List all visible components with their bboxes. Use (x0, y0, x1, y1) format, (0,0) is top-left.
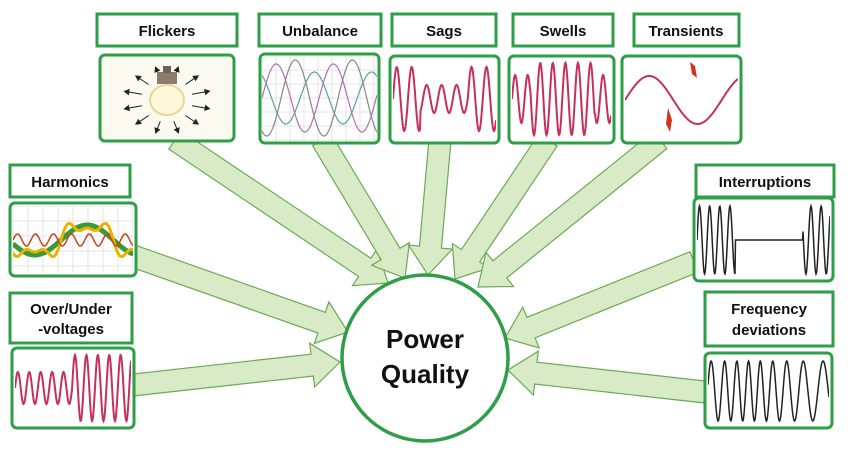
center-node: Power Quality (340, 273, 510, 443)
arrow-swells (451, 133, 558, 280)
swells-waveform (512, 60, 611, 138)
sags-label-box: Sags (390, 12, 498, 48)
overunder-waveform (15, 352, 131, 424)
sags-waveform (393, 65, 496, 133)
flickers-label-box: Flickers (95, 12, 239, 48)
frequency-waveform (708, 359, 829, 423)
harmonics-red-wave (13, 233, 133, 247)
harmonics-distorted-wave (13, 221, 133, 259)
transients-waveform (625, 75, 738, 125)
unbalance-image-box (258, 52, 381, 145)
transients-label: Transients (648, 23, 723, 40)
arrow-sags (407, 138, 454, 276)
center-title-line2: Quality (381, 359, 470, 389)
arrow-interruptions (504, 251, 699, 349)
transient-spike-2 (690, 62, 697, 78)
arrow-frequency (507, 350, 707, 404)
bulb-icon (123, 66, 211, 134)
flickers-label: Flickers (139, 23, 196, 40)
transients-image-box (620, 54, 743, 145)
overunder-label-line1: Over/Under (30, 301, 112, 318)
harmonics-image-box (8, 201, 138, 278)
harmonics-label-box: Harmonics (8, 163, 132, 199)
flickers-image-box (98, 53, 236, 143)
swells-image-box (507, 54, 616, 145)
swells-label-box: Swells (511, 12, 615, 48)
frequency-label-box: Frequency deviations (703, 290, 835, 348)
overunder-image-box (10, 346, 136, 430)
unbalance-label-box: Unbalance (257, 12, 383, 48)
overunder-label-box: Over/Under -voltages (8, 291, 134, 345)
overunder-label-line2: -voltages (38, 321, 104, 338)
frequency-image-box (703, 351, 834, 430)
sags-label: Sags (426, 23, 462, 40)
interruptions-label: Interruptions (719, 174, 812, 191)
arrow-overunder (131, 342, 341, 397)
harmonics-label: Harmonics (31, 174, 109, 191)
unbalance-waveforms (262, 59, 377, 137)
interruptions-label-box: Interruptions (694, 163, 836, 199)
interruptions-waveform (697, 203, 830, 277)
transients-label-box: Transients (632, 12, 741, 48)
frequency-label-line2: deviations (732, 322, 806, 339)
arrows-group (125, 130, 707, 404)
swells-label: Swells (540, 23, 587, 40)
sags-image-box (388, 54, 501, 145)
center-title-line1: Power (386, 324, 464, 354)
arrow-harmonics (125, 243, 349, 345)
arrow-transients (477, 130, 668, 288)
arrow-unbalance (311, 133, 411, 279)
unbalance-label: Unbalance (282, 23, 358, 40)
frequency-label-line1: Frequency (731, 301, 808, 318)
interruptions-image-box (692, 196, 835, 283)
transient-spike-1 (666, 108, 672, 132)
